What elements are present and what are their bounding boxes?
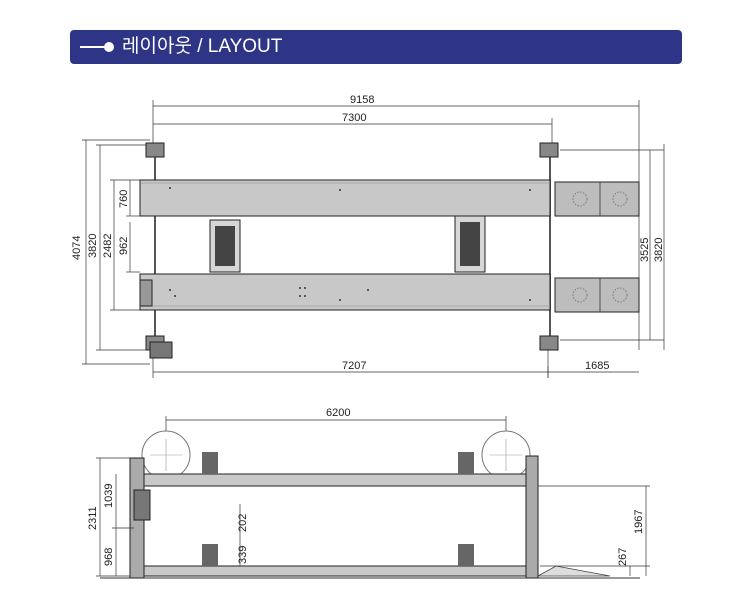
dim-width-right-inner: 3525 <box>639 238 651 262</box>
dim-width-left: 3820 <box>87 234 99 258</box>
dim-width-right: 3820 <box>653 238 665 262</box>
dim-overall-height: 2311 <box>87 506 99 530</box>
side-jack-lower-left <box>202 544 218 566</box>
side-ramp <box>536 565 611 577</box>
section-title: 레이아웃 / LAYOUT <box>122 36 283 57</box>
header-line-icon <box>80 46 106 48</box>
dim-jack-base: 339 <box>237 546 249 564</box>
motor-unit <box>149 341 173 359</box>
post-top-right <box>539 142 559 158</box>
runway-lower <box>139 273 551 311</box>
post-bottom-right <box>539 335 559 351</box>
side-jack-upper-right <box>458 452 474 474</box>
dim-overall-length: 9158 <box>350 94 374 106</box>
dim-runway-height: 267 <box>617 548 629 566</box>
side-view: 6200 2311 1039 968 <box>87 407 650 579</box>
top-view: 9158 7300 7207 1685 4074 3820 2482 760 9… <box>71 94 665 378</box>
dim-overall-width: 4074 <box>71 236 83 260</box>
dim-lift-height: 1967 <box>633 510 645 534</box>
dim-jack-height: 202 <box>237 514 249 532</box>
header-bullet-icon <box>104 42 114 52</box>
dim-inner-width: 2482 <box>102 234 114 258</box>
dim-runway-gap: 962 <box>118 237 130 255</box>
side-control-box <box>133 489 151 521</box>
dim-runway-width: 760 <box>118 190 130 208</box>
post-top-left <box>145 142 165 158</box>
dim-lower-height: 968 <box>103 548 115 566</box>
ramp-lower <box>554 277 640 313</box>
section-header: 레이아웃 / LAYOUT <box>70 30 682 64</box>
side-runway-lower <box>139 565 537 577</box>
dim-wheelbase: 6200 <box>326 407 350 419</box>
side-runway-upper <box>139 473 537 487</box>
side-jack-lower-right <box>458 544 474 566</box>
side-post-right <box>525 455 539 579</box>
control-box <box>139 279 153 307</box>
dim-upper-height: 1039 <box>103 484 115 508</box>
side-jack-upper-left <box>202 452 218 474</box>
runway-upper <box>139 179 551 217</box>
dim-ramp-length: 1685 <box>585 360 609 372</box>
dim-post-span: 7300 <box>342 112 366 124</box>
dim-runway-length: 7207 <box>342 360 366 372</box>
ramp-upper <box>554 181 640 217</box>
